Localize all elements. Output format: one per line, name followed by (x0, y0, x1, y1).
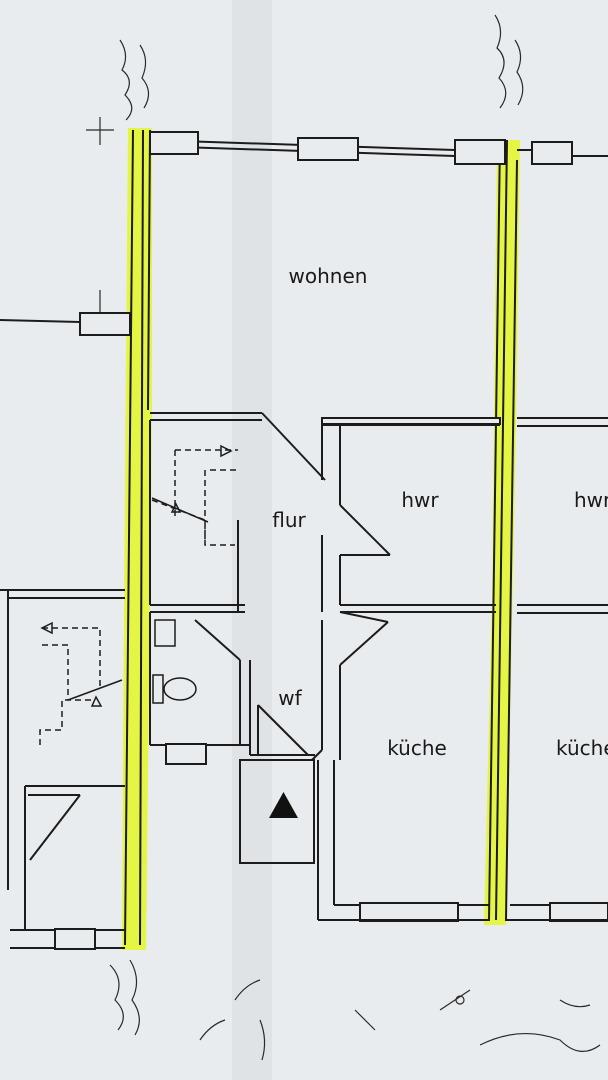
room-label-wf: wf (278, 686, 302, 710)
room-label-flur: flur (272, 508, 306, 532)
walls (0, 129, 608, 950)
room-label-hwr-right: hwr (574, 488, 608, 512)
wc-cistern (154, 619, 176, 647)
triangle-marker (269, 792, 298, 818)
window-wc (165, 743, 207, 765)
garden-sketch (199, 979, 601, 1061)
room-label-kueche-right: küche (556, 736, 608, 760)
wc-fixtures (152, 619, 197, 704)
room-label-wohnen: wohnen (289, 264, 368, 288)
storage-block (239, 759, 315, 864)
window-kueche (359, 902, 459, 922)
toilet-tank (152, 674, 164, 704)
stair-upper (151, 449, 238, 546)
window-top-mid (297, 137, 359, 161)
room-label-hwr-left: hwr (401, 488, 439, 512)
stairs (39, 444, 238, 745)
stair-lower (39, 627, 101, 745)
window-top-right (454, 139, 506, 165)
room-label-kueche-left: küche (387, 736, 447, 760)
window-left-neighbour (79, 312, 131, 336)
toilet-bowl (163, 677, 197, 701)
wall-break-marks (86, 14, 524, 1036)
window-top-left (149, 131, 199, 155)
